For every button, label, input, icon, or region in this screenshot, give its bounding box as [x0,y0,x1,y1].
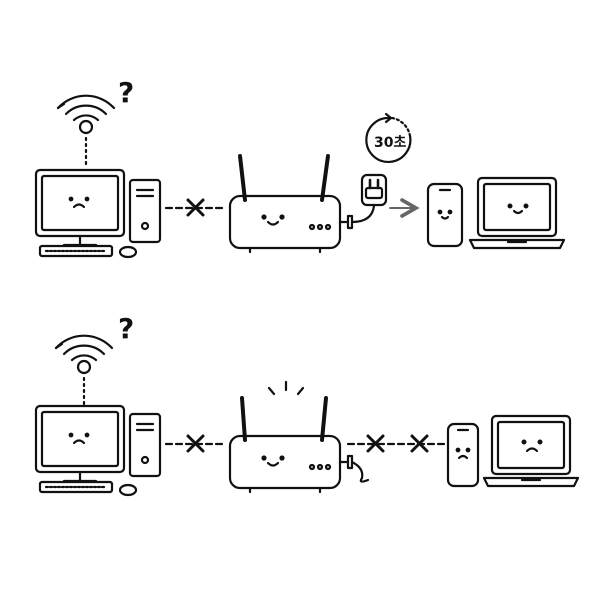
wifi-icon [56,94,116,135]
happy-face-icon [437,209,453,220]
router [228,154,342,254]
monitor [34,168,126,238]
question-mark-icon: ? [118,76,134,109]
disconnected-x-icon [410,434,429,453]
timer-label: 30초 [374,135,406,151]
disconnected-x-icon [186,434,205,453]
smartphone [446,422,480,488]
wifi-icon [54,334,114,375]
tower [128,178,162,244]
desktop-computer [34,404,162,497]
laptop [468,176,566,250]
disconnected-x-icon [366,434,385,453]
sad-face-icon [455,447,471,460]
signal-burst-icon [267,380,305,396]
monitor [34,404,126,474]
mouse [118,245,138,259]
bottom-panel: ? [34,312,580,497]
sad-face-icon [521,439,543,453]
happy-face-icon [507,203,529,215]
sad-face-icon [68,432,90,445]
happy-face-icon [261,455,285,467]
keyboard [38,244,114,258]
unplugged-cable-icon [338,454,370,483]
mouse [118,483,138,497]
smartphone [426,182,464,248]
happy-face-icon [261,214,285,226]
laptop [482,414,580,488]
keyboard [38,480,114,494]
disconnected-x-icon [186,198,205,217]
question-mark-icon: ? [118,312,134,345]
tower [128,412,162,478]
top-panel: ? [34,76,566,259]
power-plug-icon [338,173,388,230]
desktop-computer [34,168,162,259]
sad-face-icon [68,196,90,209]
router [228,380,342,494]
timer-30-seconds-icon: 30초 [365,112,412,164]
